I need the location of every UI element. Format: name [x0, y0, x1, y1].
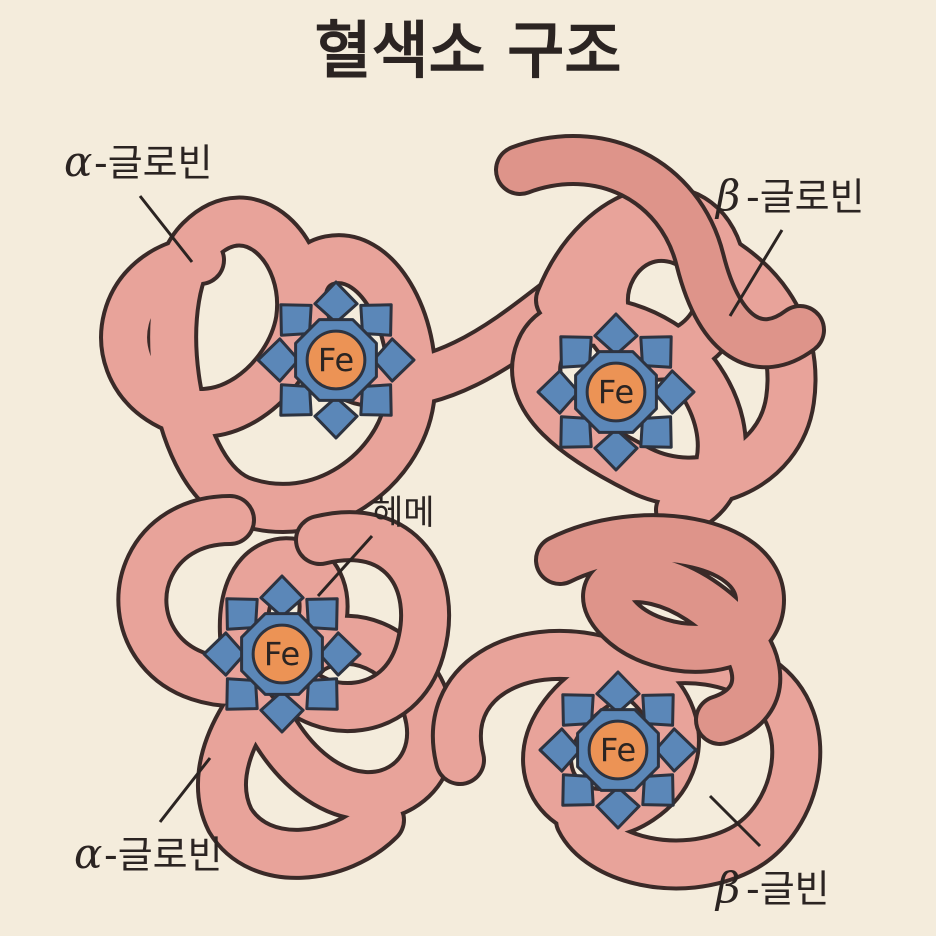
subunit-label-alpha-bottom-left: α -글로빈	[74, 829, 223, 878]
heme-top-right: Fe	[538, 314, 694, 470]
greek-letter-alpha: α	[64, 137, 92, 186]
iron-label: Fe	[598, 373, 634, 411]
greek-letter-alpha: α	[74, 829, 102, 878]
greek-letter-beta: β	[714, 863, 740, 912]
greek-letter-beta: β	[714, 171, 740, 220]
subunit-label-beta-top-right: β -글로빈	[714, 171, 865, 220]
subunit-label-text: -글로빈	[746, 175, 865, 219]
iron-label: Fe	[600, 731, 636, 769]
iron-label: Fe	[264, 635, 300, 673]
heme-bottom-right: Fe	[540, 672, 696, 828]
iron-label: Fe	[318, 341, 354, 379]
subunit-label-alpha-top-left: α -글로빈	[64, 137, 213, 186]
subunit-label-beta-bottom-right: β -글빈	[714, 863, 830, 912]
heme-label: 헤메	[372, 493, 435, 533]
subunit-label-text: -글로빈	[104, 833, 223, 877]
diagram-title: 혈색소 구조	[315, 14, 622, 87]
heme-bottom-left: Fe	[204, 576, 360, 732]
subunit-label-text: -글빈	[746, 867, 830, 911]
subunit-label-text: -글로빈	[94, 141, 213, 185]
globin-ribbons	[125, 160, 800, 864]
heme-top-left: Fe	[258, 282, 414, 438]
